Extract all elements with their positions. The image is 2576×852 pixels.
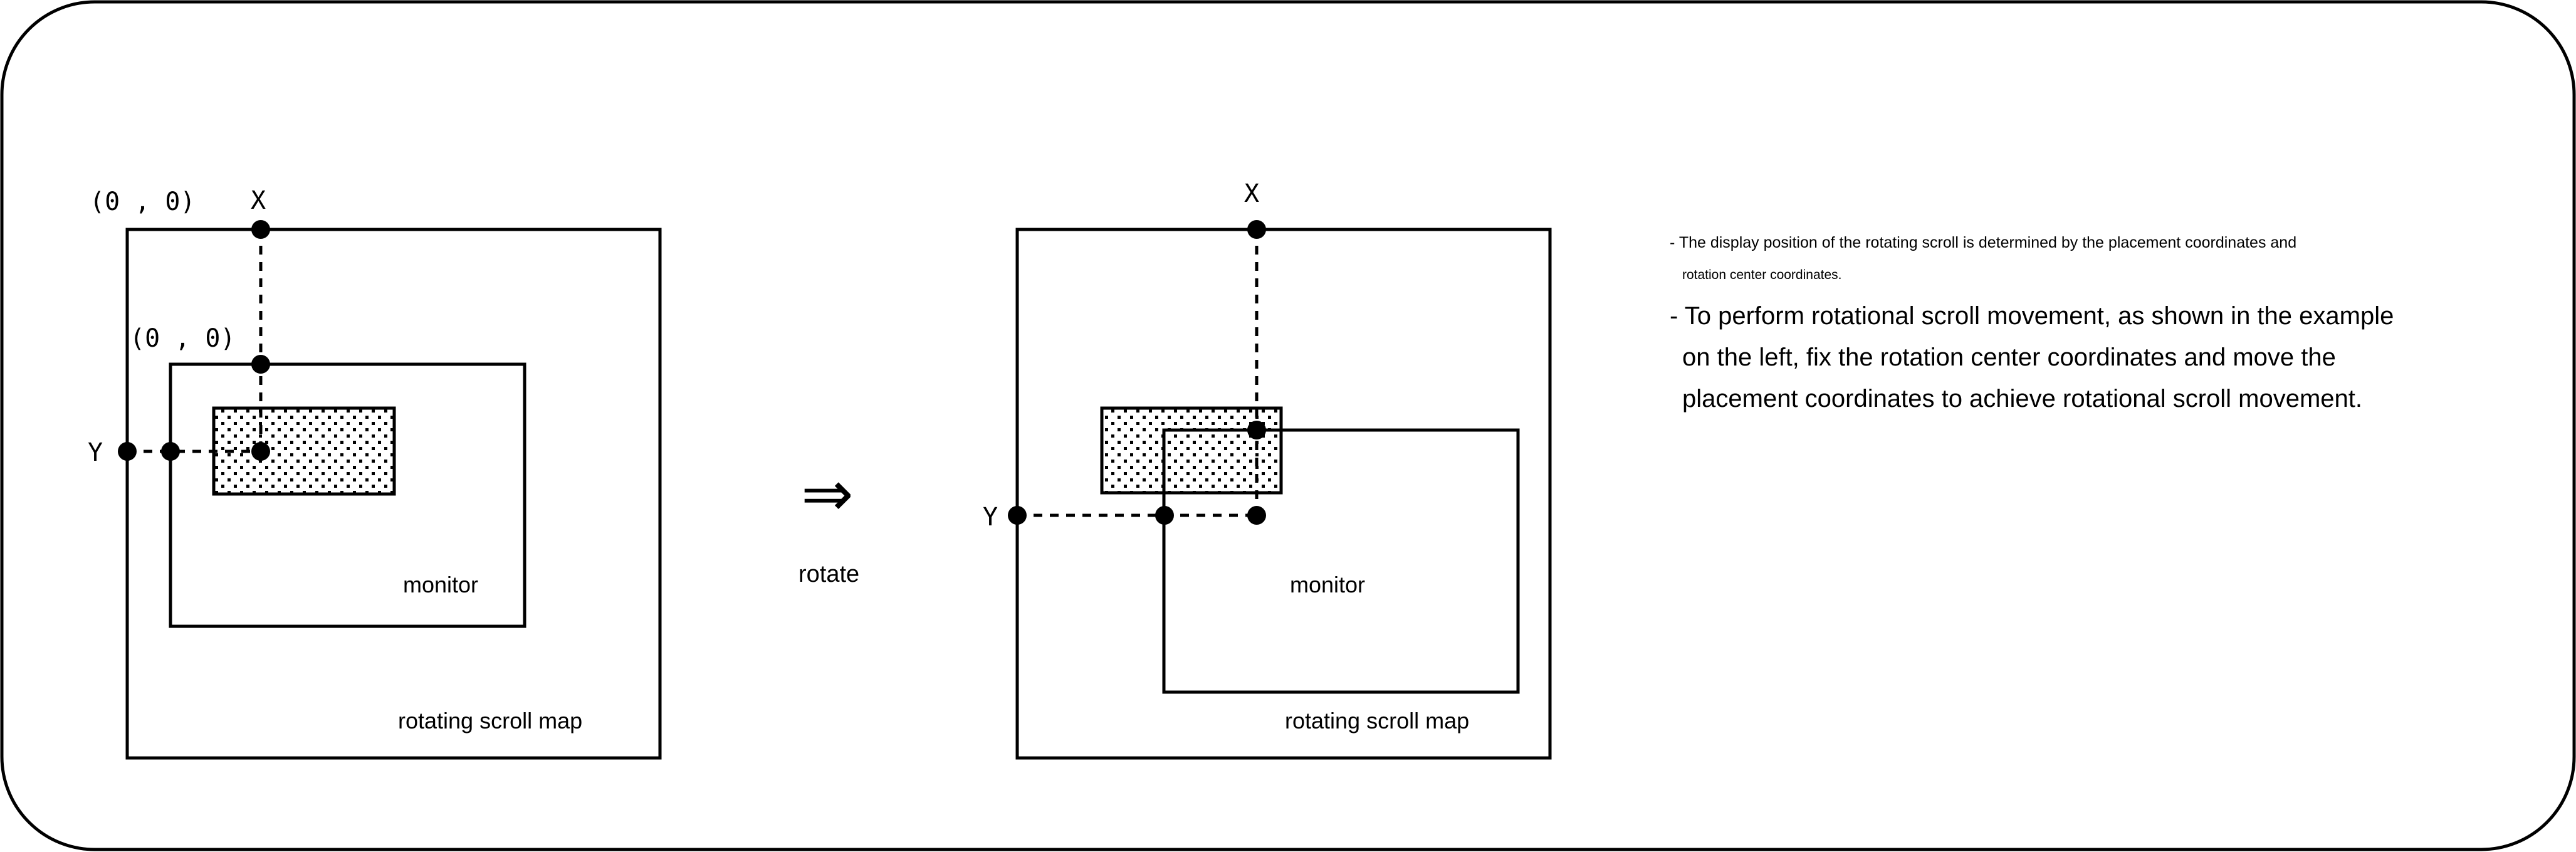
x-label: X <box>1244 179 1259 208</box>
rotation-area-dotted <box>212 406 396 496</box>
double-right-arrow-icon: ⇒ <box>801 459 854 529</box>
diagram-after: X Y monitor rotating scroll map <box>983 179 1552 760</box>
note-line: placement coordinates to achieve rotatio… <box>1682 385 2362 413</box>
map-y-point <box>118 442 137 461</box>
monitor-y-point <box>161 442 180 461</box>
x-label: X <box>251 186 266 215</box>
note-line: on the left, fix the rotation center coo… <box>1682 344 2336 371</box>
explanation-notes: - The display position of the rotating s… <box>1670 223 2497 419</box>
map-y-point <box>1008 506 1027 525</box>
note-line: rotation center coordinates. <box>1682 268 1842 282</box>
map-label: rotating scroll map <box>1285 708 1469 734</box>
rotation-center-point <box>251 442 270 461</box>
rotation-area-dotted <box>1100 406 1283 495</box>
monitor-label: monitor <box>403 572 478 597</box>
monitor-y-point <box>1155 506 1174 525</box>
map-x-point <box>1247 220 1266 239</box>
monitor-label: monitor <box>1290 572 1365 597</box>
monitor-x-point <box>1247 421 1266 439</box>
note-display-position: - The display position of the rotating s… <box>1670 223 2497 288</box>
monitor-box <box>169 362 526 628</box>
diagram-before: (0 , 0) (0 , 0) X Y monitor rotating scr… <box>88 186 662 760</box>
rotating-scroll-map-box <box>125 228 662 760</box>
note-bullet: - <box>1670 234 1675 251</box>
rotation-center-point <box>1247 506 1266 525</box>
note-line: The display position of the rotating scr… <box>1678 234 2297 251</box>
map-origin-label: (0 , 0) <box>90 187 196 216</box>
map-label: rotating scroll map <box>398 708 582 734</box>
monitor-origin-label: (0 , 0) <box>130 324 236 353</box>
y-label: Y <box>983 503 998 532</box>
note-rotational-scroll: - To perform rotational scroll movement,… <box>1670 295 2497 419</box>
note-bullet: - <box>1670 302 1678 330</box>
y-label: Y <box>88 438 103 467</box>
map-x-point <box>251 220 270 239</box>
monitor-box <box>1162 428 1520 694</box>
rotating-scroll-map-box <box>1015 228 1552 760</box>
rotate-transition: ⇒ rotate <box>798 459 859 587</box>
monitor-x-point <box>251 355 270 374</box>
rotate-label: rotate <box>798 561 859 587</box>
note-line: To perform rotational scroll movement, a… <box>1684 302 2394 330</box>
